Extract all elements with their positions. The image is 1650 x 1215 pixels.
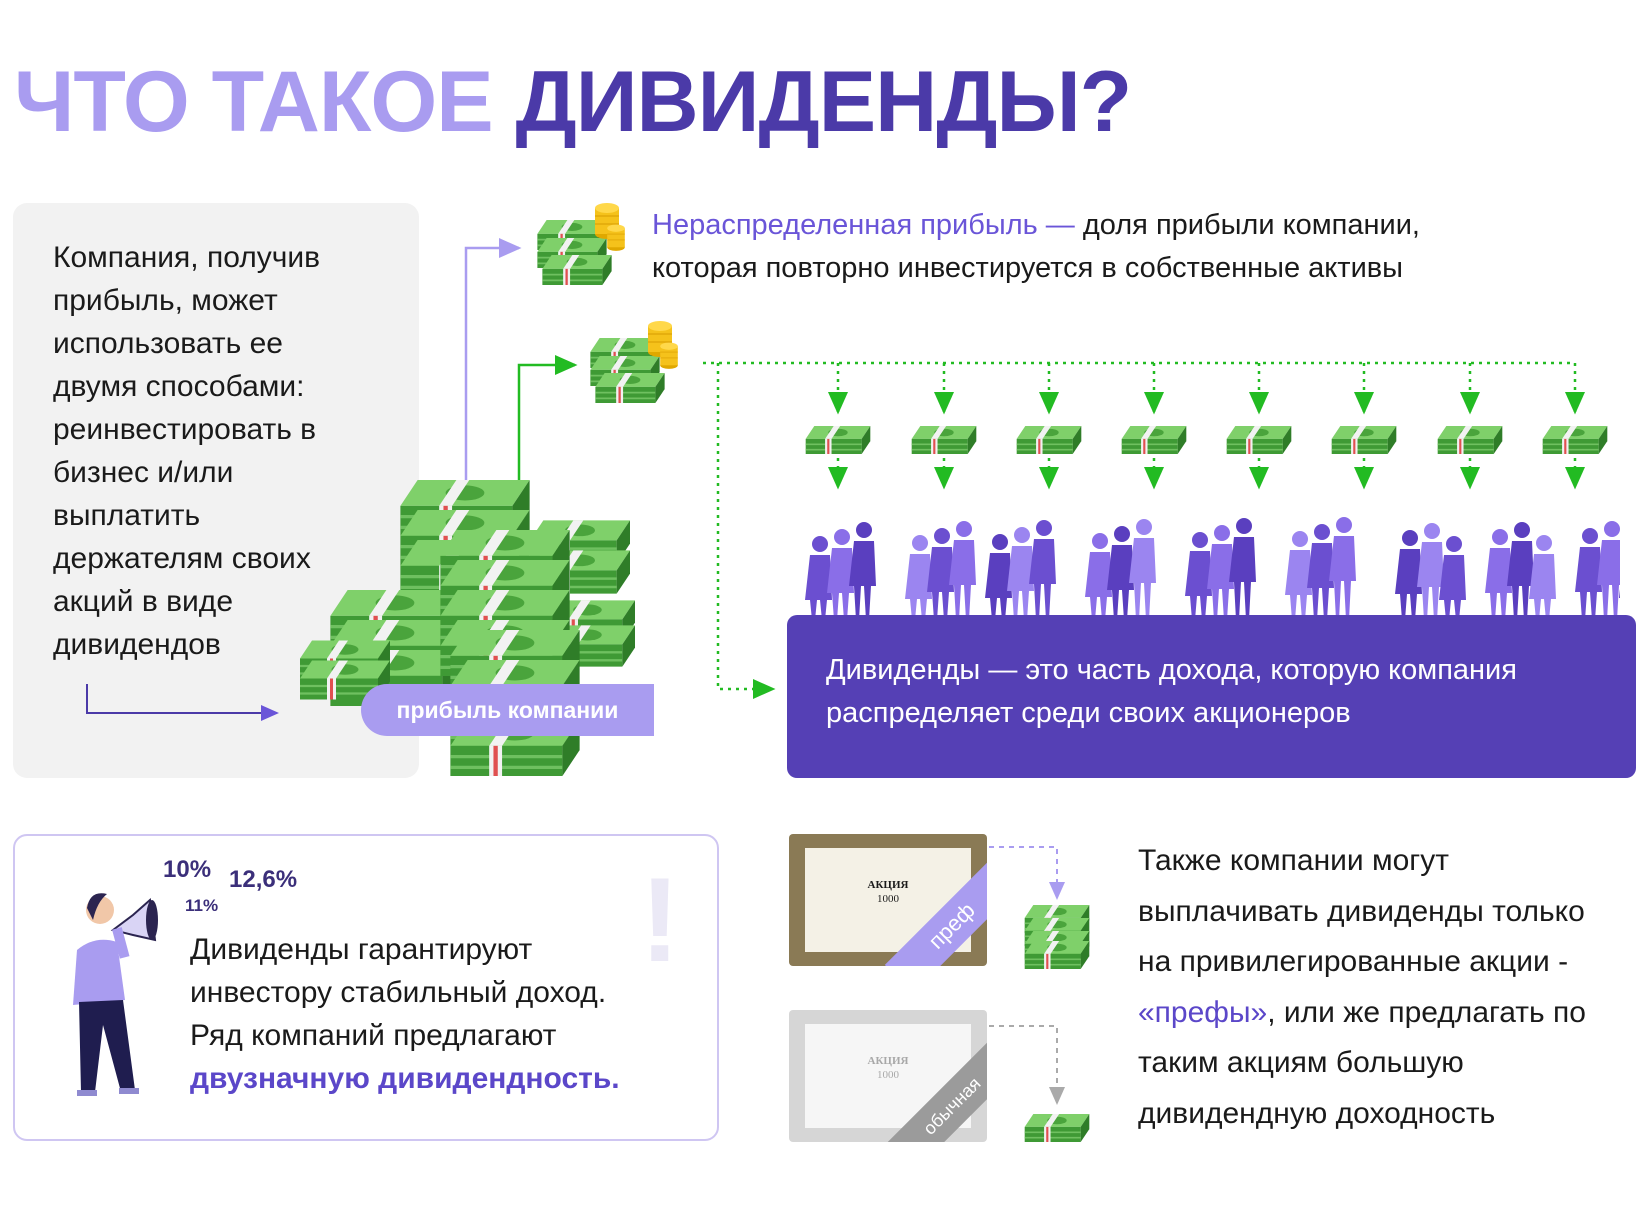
intro-line: дивидендов bbox=[53, 628, 221, 661]
shareholder-silhouette bbox=[1185, 532, 1212, 620]
shareholder-silhouette bbox=[1417, 523, 1444, 620]
retained-text-line: доля прибыли компании, bbox=[1082, 209, 1420, 241]
dividend-bill-icon bbox=[805, 426, 871, 454]
dividend-bill-icon bbox=[1226, 426, 1292, 454]
intro-line: использовать ее bbox=[53, 327, 283, 360]
dividends-definition-box: Дивиденды — это часть дохода, которую ко… bbox=[787, 615, 1636, 778]
page-title: ЧТО ТАКОЕ ДИВИДЕНДЫ? bbox=[14, 52, 1132, 152]
money-pile-illustration bbox=[300, 480, 635, 776]
certificate-amount: 1000 bbox=[877, 893, 899, 905]
shareholder-silhouette bbox=[1575, 528, 1602, 620]
dividend-bill-icon bbox=[1331, 426, 1397, 454]
intro-line: Компания, получив bbox=[53, 241, 321, 274]
woman-megaphone-illustration bbox=[73, 893, 158, 1096]
shareholder-silhouette bbox=[1485, 529, 1512, 620]
guarantee-text: Дивиденды гарантируют инвестору стабильн… bbox=[190, 928, 620, 1100]
money-coins-icon bbox=[537, 202, 626, 285]
guarantee-line: Дивиденды гарантируют bbox=[190, 933, 533, 966]
guarantee-line: Ряд компаний предлагают bbox=[190, 1019, 557, 1052]
prefs-highlight: «префы» bbox=[1138, 995, 1268, 1029]
title-part-2: ДИВИДЕНДЫ? bbox=[515, 54, 1132, 150]
distribution-lines bbox=[703, 361, 1585, 699]
shareholder-silhouette bbox=[1529, 535, 1556, 620]
also-line: таким акциям большую bbox=[1138, 1046, 1464, 1080]
definition-line: распределяет среди своих акционеров bbox=[826, 697, 1351, 729]
money-stack-small-icon bbox=[1024, 1114, 1090, 1142]
retained-text-line: которая повторно инвестируется в собстве… bbox=[652, 252, 1404, 284]
distribution-line-to-box bbox=[716, 363, 776, 699]
dividend-bill-icon bbox=[1437, 426, 1503, 454]
payout-arrow bbox=[517, 355, 578, 484]
shareholder-silhouette bbox=[1007, 527, 1034, 620]
also-line: дивидендную доходность bbox=[1138, 1096, 1496, 1130]
intro-line: прибыль, может bbox=[53, 284, 278, 317]
dividend-bill-icon bbox=[1016, 426, 1082, 454]
also-line: выплачивать дивиденды только bbox=[1138, 894, 1585, 928]
certificate-amount: 1000 bbox=[877, 1069, 899, 1081]
intro-line: двумя способами: bbox=[53, 370, 305, 403]
shareholder-silhouette bbox=[1395, 530, 1422, 620]
shareholder-silhouette bbox=[1207, 525, 1234, 620]
double-digit-yield-highlight: двузначную дивидендность. bbox=[190, 1062, 620, 1095]
shareholder-silhouette bbox=[1129, 519, 1156, 620]
percent-label: 10% bbox=[163, 856, 212, 883]
preferred-shares-text: Также компании могут выплачивать дивиден… bbox=[1138, 836, 1586, 1140]
shareholder-silhouette bbox=[985, 534, 1012, 620]
intro-line: реинвестировать в bbox=[53, 413, 317, 446]
percent-label: 11% bbox=[185, 896, 219, 915]
money-coins-icon bbox=[590, 320, 679, 403]
shareholder-silhouette bbox=[1619, 589, 1620, 598]
shareholders-illustration bbox=[805, 517, 1620, 620]
shareholder-silhouette bbox=[1285, 531, 1312, 620]
shareholder-silhouette bbox=[1307, 524, 1334, 620]
intro-text: Компания, получив прибыль, может использ… bbox=[53, 236, 413, 666]
shareholder-silhouette bbox=[1597, 521, 1620, 620]
also-line: , или же предлагать по bbox=[1267, 995, 1586, 1029]
money-stack-large-icon bbox=[1024, 905, 1090, 969]
common-dashed-arrow bbox=[989, 1025, 1065, 1105]
shareholder-silhouette bbox=[1229, 518, 1256, 620]
reinvest-arrow bbox=[464, 238, 522, 484]
title-part-1: ЧТО ТАКОЕ bbox=[14, 54, 516, 150]
shareholder-silhouette bbox=[1329, 517, 1356, 620]
shareholder-silhouette bbox=[1029, 520, 1056, 620]
intro-line: акций в виде bbox=[53, 585, 233, 618]
guarantee-line: инвестору стабильный доход. bbox=[190, 976, 607, 1009]
dividend-bill-icon bbox=[911, 426, 977, 454]
intro-arrow bbox=[86, 684, 279, 721]
retained-earnings-term: Нераспределенная прибыль — bbox=[652, 209, 1083, 241]
retained-earnings-text: Нераспределенная прибыль — доля прибыли … bbox=[652, 204, 1420, 290]
pref-dashed-arrow bbox=[989, 846, 1065, 900]
shareholder-silhouette bbox=[1107, 526, 1134, 620]
intro-line: держателям своих bbox=[53, 542, 311, 575]
shareholder-silhouette bbox=[949, 521, 976, 620]
shareholder-silhouette bbox=[905, 535, 932, 620]
intro-line: бизнес и/или bbox=[53, 456, 234, 489]
dividend-bill-icon bbox=[1121, 426, 1187, 454]
certificate-word: АКЦИЯ bbox=[867, 1055, 909, 1067]
shareholder-silhouette bbox=[927, 528, 954, 620]
shareholder-silhouette bbox=[1507, 522, 1534, 620]
also-line: на привилегированные акции - bbox=[1138, 945, 1569, 979]
intro-line: выплатить bbox=[53, 499, 201, 532]
dividend-bill-icon bbox=[1542, 426, 1608, 454]
definition-line: Дивиденды — это часть дохода, которую ко… bbox=[826, 654, 1517, 686]
shareholder-silhouette bbox=[805, 536, 832, 620]
shareholder-silhouette bbox=[849, 522, 876, 620]
shareholder-silhouette bbox=[1085, 533, 1112, 620]
also-line: Также компании могут bbox=[1138, 844, 1449, 877]
certificate-word: АКЦИЯ bbox=[867, 879, 909, 891]
shareholder-silhouette bbox=[827, 529, 854, 620]
exclamation-mark: ! bbox=[640, 853, 680, 987]
shareholder-silhouette bbox=[1439, 536, 1466, 620]
percent-label: 12,6% bbox=[229, 866, 298, 893]
company-profit-label: прибыль компании bbox=[361, 684, 654, 736]
